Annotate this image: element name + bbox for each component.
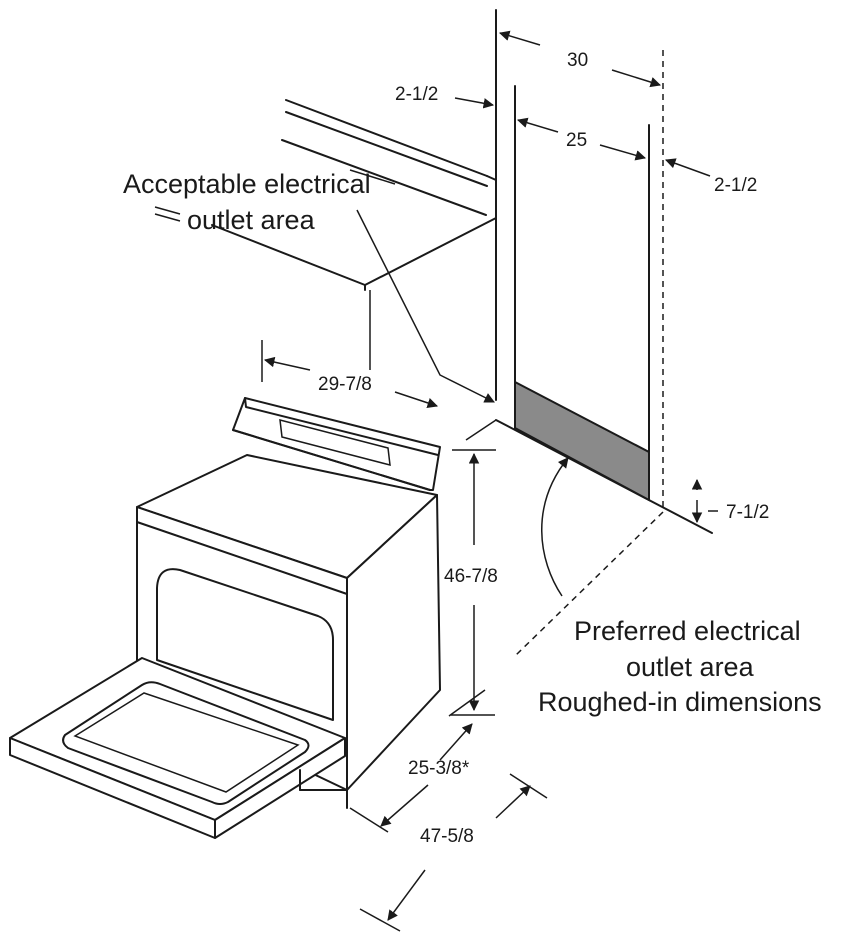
preferred-label-line2: outlet area [626,652,755,682]
dimension-25: 25 [516,117,647,161]
wall-outline [465,9,713,656]
roughed-in-label: Roughed-in dimensions [538,687,822,717]
preferred-label-line1: Preferred electrical [574,616,801,646]
preferred-outlet-area [514,380,650,502]
dimension-47-5-8: 47-5/8 [359,773,548,932]
dim-7-1-2-label: 7-1/2 [726,502,769,523]
acceptable-label-line2: outlet area [187,205,316,235]
dim-right-offset-label: 2-1/2 [714,175,757,196]
dim-30-label: 30 [567,50,588,71]
preferred-leader [541,457,569,597]
dimension-46-7-8: 46-7/8 [444,449,498,716]
oven-door [9,657,346,839]
dimension-29-7-8: 29-7/8 [261,340,438,408]
dimension-right-offset: 2-1/2 [665,158,757,196]
dimension-7-1-2: 7-1/2 [691,478,769,524]
dimension-25-3-8: 25-3/8* [349,689,486,833]
dim-47-5-8-label: 47-5/8 [420,826,474,847]
upper-cabinet [154,99,497,370]
dimension-left-offset: 2-1/2 [395,84,495,109]
acceptable-leader [349,169,495,403]
dim-46-7-8-label: 46-7/8 [444,566,498,587]
dim-29-7-8-label: 29-7/8 [318,374,372,395]
dim-left-offset-label: 2-1/2 [395,84,438,105]
dim-25-label: 25 [566,130,587,151]
acceptable-label-line1: Acceptable electrical [123,169,371,199]
dim-25-3-8-label: 25-3/8* [408,758,470,779]
dimension-30: 30 [498,30,662,88]
